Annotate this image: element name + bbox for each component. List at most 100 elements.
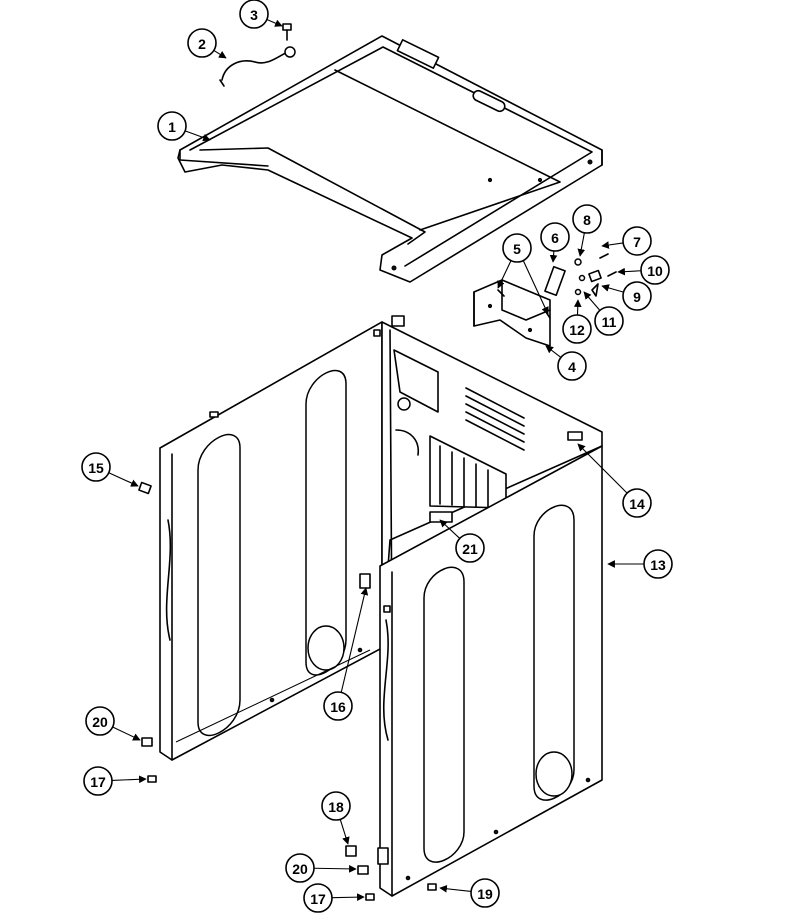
callout-leader [617, 267, 642, 276]
callout-number: 20 [292, 861, 308, 877]
callout-circle [303, 883, 333, 913]
callout-circle [640, 255, 670, 285]
callout-circle [622, 281, 652, 311]
top-panel [177, 35, 603, 283]
callout-number: 8 [583, 212, 591, 228]
callout-leader [313, 865, 357, 873]
callout-number: 21 [462, 541, 478, 557]
callout-15: 15 [81, 452, 139, 487]
callout-leader [497, 260, 512, 289]
callout-number: 13 [650, 557, 666, 573]
callout-number: 19 [477, 886, 493, 902]
callout-circle [81, 452, 111, 482]
callout-circle [643, 549, 673, 579]
callout-leader [213, 49, 227, 59]
callout-number: 2 [198, 36, 206, 52]
callout-circle [622, 488, 652, 518]
callout-circle [323, 691, 353, 721]
callout-number: 7 [633, 234, 641, 250]
callout-11: 11 [583, 291, 624, 336]
callout-20: 20 [285, 853, 357, 883]
callout-leader [112, 726, 141, 741]
callout-circle [594, 306, 624, 336]
clip-15 [138, 481, 152, 495]
callout-leader [522, 259, 549, 315]
callout-leader [108, 472, 139, 487]
callout-number: 4 [568, 359, 576, 375]
callout-14: 14 [577, 443, 652, 518]
callout-circle [455, 533, 485, 563]
callout-number: 3 [250, 7, 258, 23]
callout-3: 3 [239, 0, 283, 29]
callout-number: 5 [513, 241, 521, 257]
callout-17: 17 [83, 766, 147, 796]
callout-circle [187, 28, 217, 58]
left-side-panel [159, 321, 383, 761]
callout-circle [562, 314, 592, 344]
callout-number: 20 [92, 714, 108, 730]
callout-number: 1 [168, 119, 176, 135]
callout-number: 10 [647, 263, 663, 279]
callout-circle [557, 351, 587, 381]
callout-number: 14 [629, 496, 645, 512]
callout-leader [601, 284, 624, 293]
callout-number: 16 [330, 699, 346, 715]
callout-leader [601, 241, 624, 249]
callout-number: 6 [551, 230, 559, 246]
foot-20-right [357, 865, 369, 875]
callout-number: 18 [328, 799, 344, 815]
screw-17-left [147, 775, 157, 783]
door-switch-bracket [473, 279, 551, 347]
callout-2: 2 [187, 28, 227, 59]
callout-leader [439, 519, 461, 539]
callout-leader [583, 291, 601, 311]
callout-10: 10 [617, 255, 670, 285]
callout-number: 15 [88, 460, 104, 476]
callout-circle [85, 706, 115, 736]
callout-leader [545, 345, 562, 358]
callout-leader [340, 587, 369, 693]
callout-18: 18 [321, 791, 351, 845]
callout-5: 5 [497, 233, 549, 315]
callout-circle [470, 878, 500, 908]
callout-leader [439, 884, 472, 893]
ground-wire [219, 46, 296, 87]
callout-leader [184, 130, 211, 142]
clip-18 [345, 845, 357, 857]
callout-leader [331, 893, 365, 901]
foot-20-left [141, 737, 153, 747]
screw-17-right [365, 893, 375, 901]
callout-leader [111, 775, 147, 784]
callout-circle [83, 766, 113, 796]
callout-20: 20 [85, 706, 141, 741]
callout-1: 1 [157, 111, 211, 142]
callout-circle [572, 204, 602, 234]
callout-leader [573, 299, 582, 316]
callout-6: 6 [540, 222, 570, 263]
callout-leader [266, 19, 283, 27]
screw-19 [427, 883, 437, 891]
callout-leader [577, 232, 586, 257]
callout-circle [239, 0, 269, 29]
callout-circle [285, 853, 315, 883]
callout-circle [540, 222, 570, 252]
callout-number: 11 [602, 314, 617, 330]
callout-12: 12 [562, 299, 592, 344]
callout-8: 8 [572, 204, 602, 257]
switch-parts [544, 253, 617, 297]
callout-circle [157, 111, 187, 141]
right-side-panel [359, 445, 603, 897]
callout-circle [622, 226, 652, 256]
callout-leader [577, 443, 628, 494]
callout-number: 12 [569, 322, 585, 338]
callout-number: 9 [633, 289, 641, 305]
callout-circle [321, 791, 351, 821]
callout-circle [502, 233, 532, 263]
callout-17: 17 [303, 883, 365, 913]
callout-19: 19 [439, 878, 500, 908]
screw [282, 23, 292, 41]
callout-leader [549, 250, 558, 263]
callout-7: 7 [601, 226, 652, 256]
